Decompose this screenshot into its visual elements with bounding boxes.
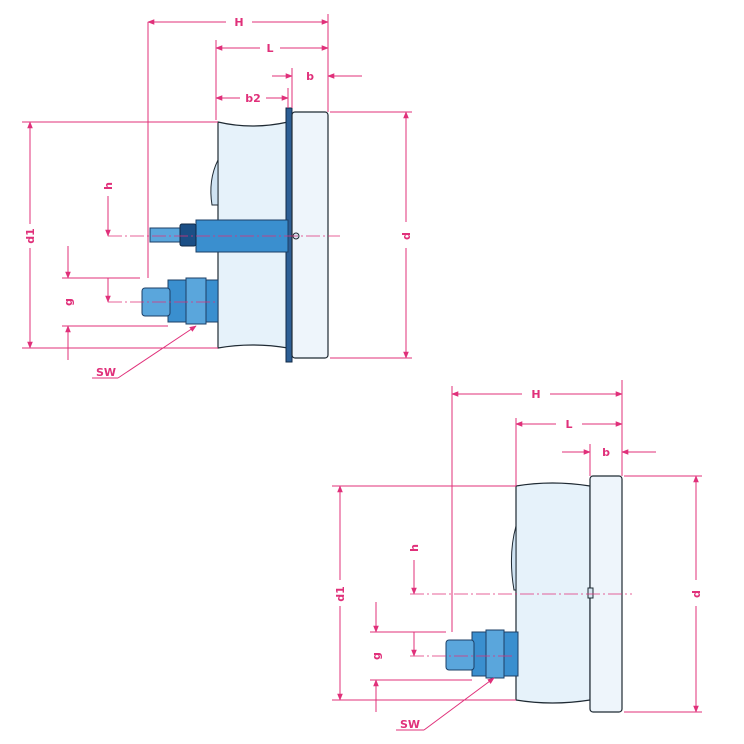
top-bezel: [291, 111, 329, 359]
bottom-label-b: b: [602, 446, 610, 459]
top-label-h: h: [102, 182, 115, 190]
top-stem-tip: [149, 227, 181, 243]
bottom-case-body: [515, 482, 591, 704]
top-label-d1: d1: [24, 228, 37, 244]
bottom-label-d: d: [690, 590, 703, 598]
bottom-label-h: h: [408, 544, 421, 552]
top-label-b: b: [306, 70, 314, 83]
top-connector-collar: [185, 277, 207, 325]
top-gauge-drawing: H L b b2 d d1 h: [22, 14, 413, 379]
bottom-label-g: g: [370, 652, 383, 660]
top-label-L: L: [266, 42, 273, 55]
bottom-label-SW: SW: [400, 718, 420, 731]
top-case-bulge: [210, 159, 219, 206]
bottom-bezel-screw: [587, 587, 594, 599]
bottom-case-bulge: [510, 525, 517, 591]
bottom-label-d1: d1: [334, 586, 347, 602]
bottom-label-L: L: [565, 418, 572, 431]
bottom-connector-collar: [485, 629, 505, 679]
top-label-SW: SW: [96, 366, 116, 379]
top-label-b2: b2: [245, 92, 261, 105]
top-stem-nut: [179, 223, 197, 247]
top-label-d: d: [400, 232, 413, 240]
top-label-g: g: [62, 298, 75, 306]
bottom-gauge-drawing: H L b d d1 h g SW: [332, 380, 703, 731]
top-label-H: H: [234, 16, 243, 29]
bottom-connector-thread: [445, 639, 475, 671]
bottom-label-H: H: [531, 388, 540, 401]
